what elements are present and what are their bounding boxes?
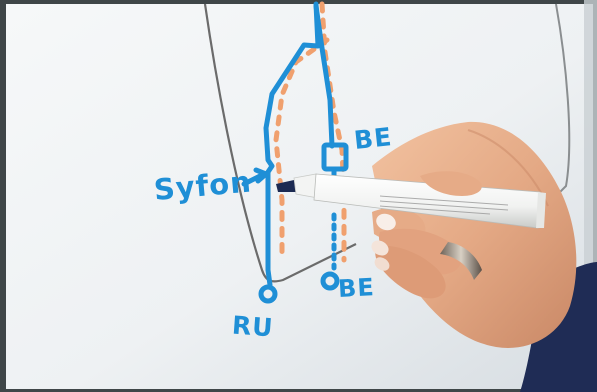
dashed-orange-lines (273, 1, 347, 263)
ru-label: RU (231, 310, 275, 343)
syfon-label: Syfon (152, 164, 254, 207)
blue-drawing (241, 1, 349, 304)
ring (440, 242, 482, 280)
grey-edge-line (555, 3, 571, 197)
be-top-label: BE (352, 122, 394, 155)
be-bottom-label: BE (337, 273, 376, 303)
grey-pipe-line (203, 3, 357, 283)
